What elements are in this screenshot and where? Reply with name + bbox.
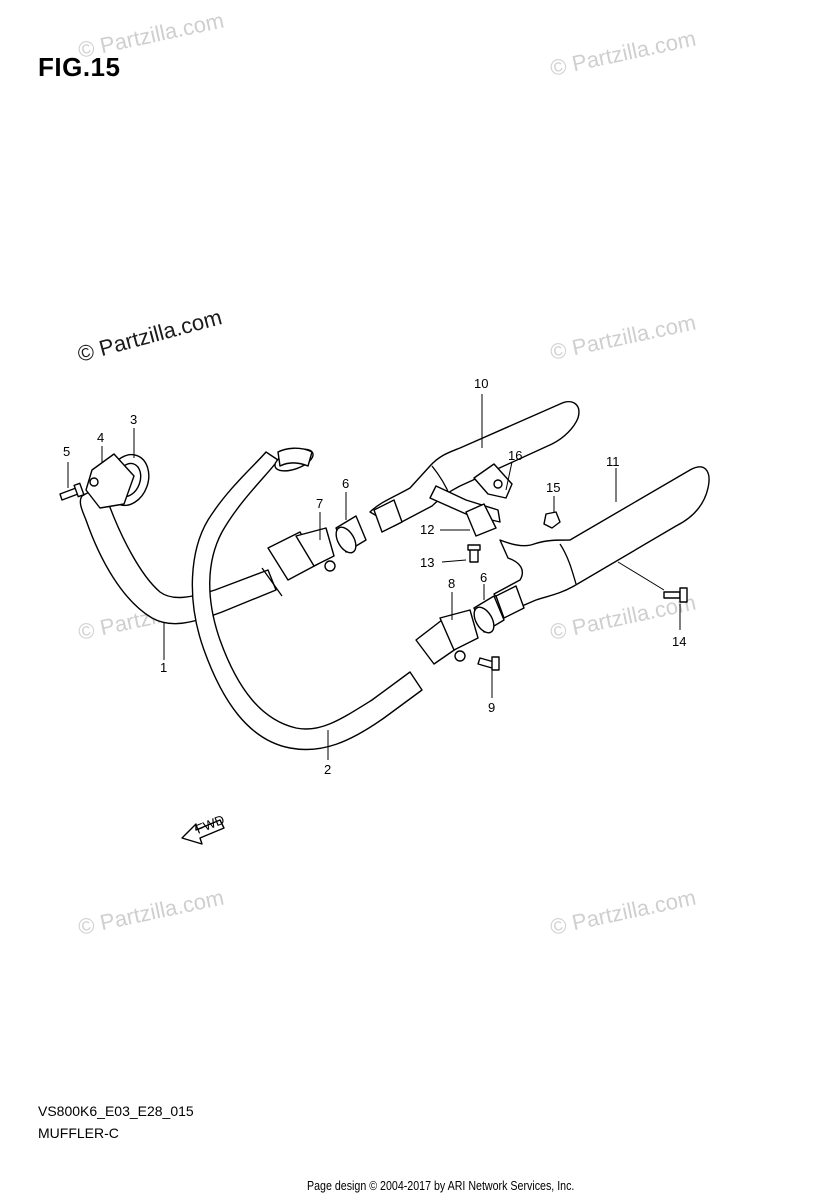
callout-8[interactable]: 8	[448, 576, 455, 591]
callout-numbers: 1 2 3 4 5 6 6 7 8 9 10 11 12 13 14 15 16	[63, 376, 686, 777]
leader-lines	[67, 394, 681, 760]
callout-9[interactable]: 9	[488, 700, 495, 715]
watermark: © Partzilla.com	[548, 885, 698, 940]
watermark: © Partzilla.com	[548, 26, 698, 81]
model-code: VS800K6_E03_E28_015	[38, 1103, 194, 1119]
connector-sleeve-lower[interactable]	[470, 595, 505, 636]
callout-13[interactable]: 13	[420, 555, 434, 570]
callout-15[interactable]: 15	[546, 480, 560, 495]
muffler-bracket[interactable]	[473, 463, 513, 499]
callout-5[interactable]: 5	[63, 444, 70, 459]
callout-16[interactable]: 16	[508, 448, 522, 463]
watermark: © Partzilla.com	[76, 8, 226, 63]
clamp-center[interactable]	[465, 503, 497, 537]
clamp-rear[interactable]	[415, 609, 479, 665]
forward-arrow-icon: FWD	[181, 812, 227, 845]
callout-11[interactable]: 11	[606, 454, 620, 469]
flange-bolt[interactable]	[59, 482, 85, 501]
callout-3[interactable]: 3	[130, 412, 137, 427]
callout-2[interactable]: 2	[324, 762, 331, 777]
clamp-front[interactable]	[267, 527, 336, 581]
watermarks: © Partzilla.com © Partzilla.com © Partzi…	[75, 8, 698, 940]
section-name: MUFFLER-C	[38, 1125, 119, 1141]
muffler-bolt[interactable]	[663, 587, 688, 603]
callout-14[interactable]: 14	[672, 634, 686, 649]
callout-12[interactable]: 12	[420, 522, 434, 537]
callout-4[interactable]: 4	[97, 430, 104, 445]
page-credit: Page design © 2004-2017 by ARI Network S…	[306, 1178, 575, 1193]
callout-1[interactable]: 1	[160, 660, 167, 675]
callout-7[interactable]: 7	[316, 496, 323, 511]
callout-6-upper[interactable]: 6	[342, 476, 349, 491]
watermark: © Partzilla.com	[548, 310, 698, 365]
exhaust-pipe-rear[interactable]	[191, 445, 423, 751]
figure-title: FIG.15	[38, 52, 121, 82]
watermark: © Partzilla.com	[76, 885, 226, 940]
clamp-bolt-rear[interactable]	[477, 656, 500, 671]
exhaust-flange[interactable]	[85, 453, 135, 509]
clamp-bolt[interactable]	[467, 544, 481, 563]
callout-10[interactable]: 10	[474, 376, 488, 391]
muffler-lower[interactable]	[493, 466, 710, 619]
muffler-nut[interactable]	[543, 511, 561, 529]
watermark: © Partzilla.com	[75, 304, 225, 367]
connector-sleeve-upper[interactable]	[332, 515, 367, 556]
exhaust-pipe-front[interactable]	[79, 491, 283, 625]
callout-6-lower[interactable]: 6	[480, 570, 487, 585]
